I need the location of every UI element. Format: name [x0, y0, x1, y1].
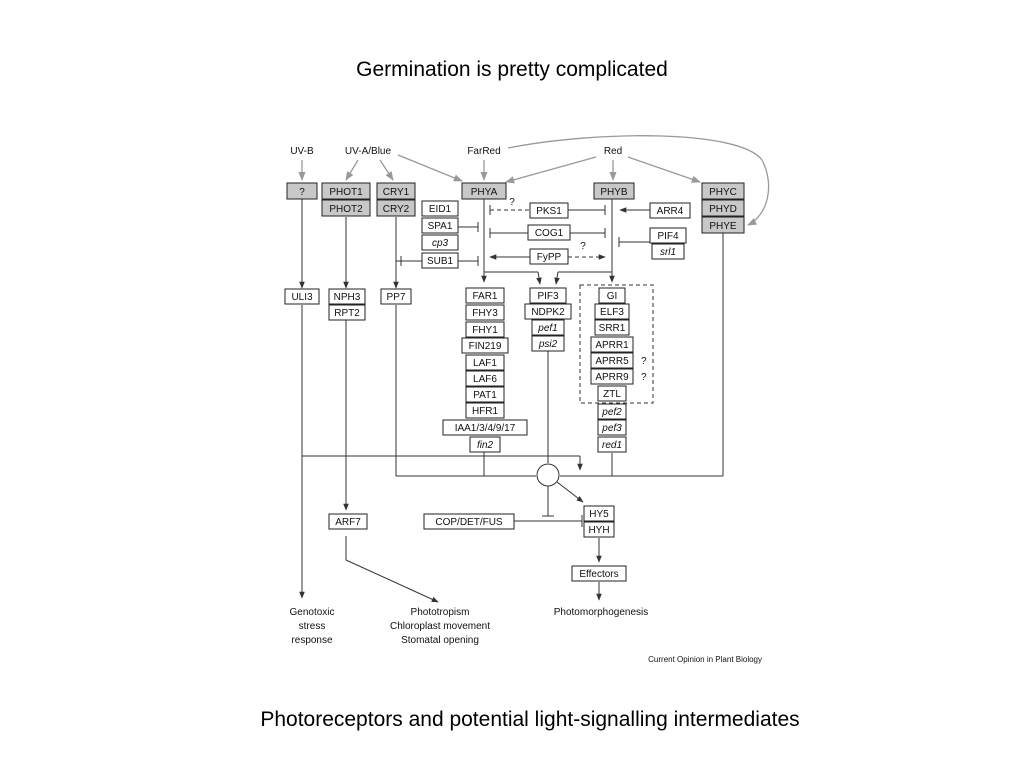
- phya-intermediates: FAR1 FHY3 FHY1 FIN219 LAF1 LAF6 PAT1 HFR…: [442, 287, 528, 453]
- rpt2-label: RPT2: [334, 308, 360, 319]
- aprr5-question: ?: [641, 356, 647, 367]
- phya-int-1: FHY3: [472, 308, 498, 319]
- phya-int-8: IAA1/3/4/9/17: [455, 423, 516, 434]
- slide-caption: Photoreceptors and potential light-signa…: [260, 708, 800, 731]
- phyc-box: [701, 182, 745, 200]
- outcome-phototropism-2: Chloroplast movement: [390, 621, 490, 632]
- shared-int-0: PIF3: [537, 291, 559, 302]
- uli3-label: ULI3: [291, 292, 313, 303]
- shared-int-3: psi2: [538, 339, 558, 350]
- phya-int-0: FAR1: [472, 291, 497, 302]
- hy5-label: HY5: [589, 509, 609, 520]
- phyd-label: PHYD: [709, 204, 737, 215]
- cry2-box: [376, 199, 416, 217]
- question-mark-1: ?: [509, 197, 515, 208]
- shared-int-1: NDPK2: [531, 307, 565, 318]
- phyb-int-5: APRR9: [595, 372, 629, 383]
- effectors-label: Effectors: [579, 569, 618, 580]
- pif4-label: PIF4: [657, 231, 679, 242]
- cop-det-fus-box: [423, 513, 515, 530]
- figure-credit: Current Opinion in Plant Biology: [648, 655, 762, 664]
- phyb-dashed-group: [579, 284, 654, 404]
- phyb-int-1: ELF3: [600, 307, 624, 318]
- outcome-photomorphogenesis: Photomorphogenesis: [554, 607, 649, 618]
- cog1-label: COG1: [535, 228, 564, 239]
- shared-intermediates: PIF3 NDPK2 pef1 psi2: [524, 287, 572, 352]
- srl1-label: srl1: [660, 247, 676, 258]
- label-farred: FarRed: [467, 146, 500, 157]
- arf7-box: [328, 513, 368, 530]
- pp7-label: PP7: [387, 292, 406, 303]
- question-mark-2: ?: [580, 241, 586, 252]
- outcome-genotoxic-3: response: [291, 635, 333, 646]
- slide-title: Germination is pretty complicated: [356, 58, 668, 81]
- label-red: Red: [604, 146, 622, 157]
- nph3-box: [328, 288, 366, 305]
- phot2-box: [321, 199, 371, 217]
- spa1-label: SPA1: [428, 221, 453, 232]
- effectors-box: [571, 565, 627, 582]
- cry1-label: CRY1: [383, 187, 410, 198]
- uli3-box: [284, 288, 320, 305]
- phyb-int-3: APRR1: [595, 340, 629, 351]
- hyh-label: HYH: [588, 525, 609, 536]
- phyb-box: [593, 182, 635, 200]
- pif4-box: [649, 227, 687, 244]
- phya-int-9: fin2: [477, 440, 494, 451]
- connector-lines: [299, 199, 724, 603]
- sub1-label: SUB1: [427, 256, 454, 267]
- hy5-box: [583, 505, 615, 522]
- outcome-phototropism-3: Stomatal opening: [401, 635, 479, 646]
- nph3-label: NPH3: [334, 292, 361, 303]
- phyc-label: PHYC: [709, 187, 737, 198]
- phyb-int-7: pef2: [601, 407, 622, 418]
- outcome-genotoxic-2: stress: [299, 621, 326, 632]
- phyb-int-2: SRR1: [599, 323, 626, 334]
- rpt2-box: [328, 304, 366, 321]
- outcome-phototropism-1: Phototropism: [411, 607, 470, 618]
- arr4-label: ARR4: [657, 206, 684, 217]
- outcome-genotoxic-1: Genotoxic: [289, 607, 334, 618]
- phyb-intermediates: GI ELF3 SRR1 APRR1 APRR5 APRR9 ZTL pef2 …: [590, 287, 634, 453]
- phye-label: PHYE: [709, 221, 737, 232]
- unknown-photoreceptor-label: ?: [299, 187, 305, 198]
- eid1-label: EID1: [429, 204, 452, 215]
- fypp-label: FyPP: [537, 252, 562, 263]
- cp3-box: [421, 234, 459, 251]
- pks1-label: PKS1: [536, 206, 562, 217]
- phyb-int-6: ZTL: [603, 389, 621, 400]
- phya-int-3: FIN219: [469, 341, 502, 352]
- cp3-label: cp3: [432, 238, 449, 249]
- phya-int-5: LAF6: [473, 374, 497, 385]
- phya-int-6: PAT1: [473, 390, 497, 401]
- phot1-label: PHOT1: [329, 187, 363, 198]
- phya-int-2: FHY1: [472, 325, 498, 336]
- eid1-box: [421, 200, 459, 217]
- phyb-int-0: GI: [607, 291, 618, 302]
- phyb-int-9: red1: [602, 440, 622, 451]
- hyh-box: [583, 521, 615, 538]
- pp7-box: [380, 288, 412, 305]
- phot1-box: [321, 182, 371, 200]
- shared-int-2: pef1: [537, 323, 557, 334]
- label-uva-blue: UV-A/Blue: [345, 146, 392, 157]
- phyb-label: PHYB: [600, 187, 628, 198]
- cop-det-fus-label: COP/DET/FUS: [435, 517, 503, 528]
- cry2-label: CRY2: [383, 204, 410, 215]
- phya-int-4: LAF1: [473, 358, 497, 369]
- phyb-int-4: APRR5: [595, 356, 629, 367]
- light-arrows: [298, 135, 770, 226]
- label-uvb: UV-B: [290, 146, 314, 157]
- cry1-box: [376, 182, 416, 200]
- phyd-box: [701, 199, 745, 217]
- phya-int-7: HFR1: [472, 406, 499, 417]
- srl1-box: [651, 243, 685, 260]
- phya-label: PHYA: [471, 187, 498, 198]
- phyb-int-8: pef3: [601, 423, 622, 434]
- arf7-label: ARF7: [335, 517, 361, 528]
- aprr9-question: ?: [641, 372, 647, 383]
- spa1-box: [421, 217, 459, 234]
- phot2-label: PHOT2: [329, 204, 363, 215]
